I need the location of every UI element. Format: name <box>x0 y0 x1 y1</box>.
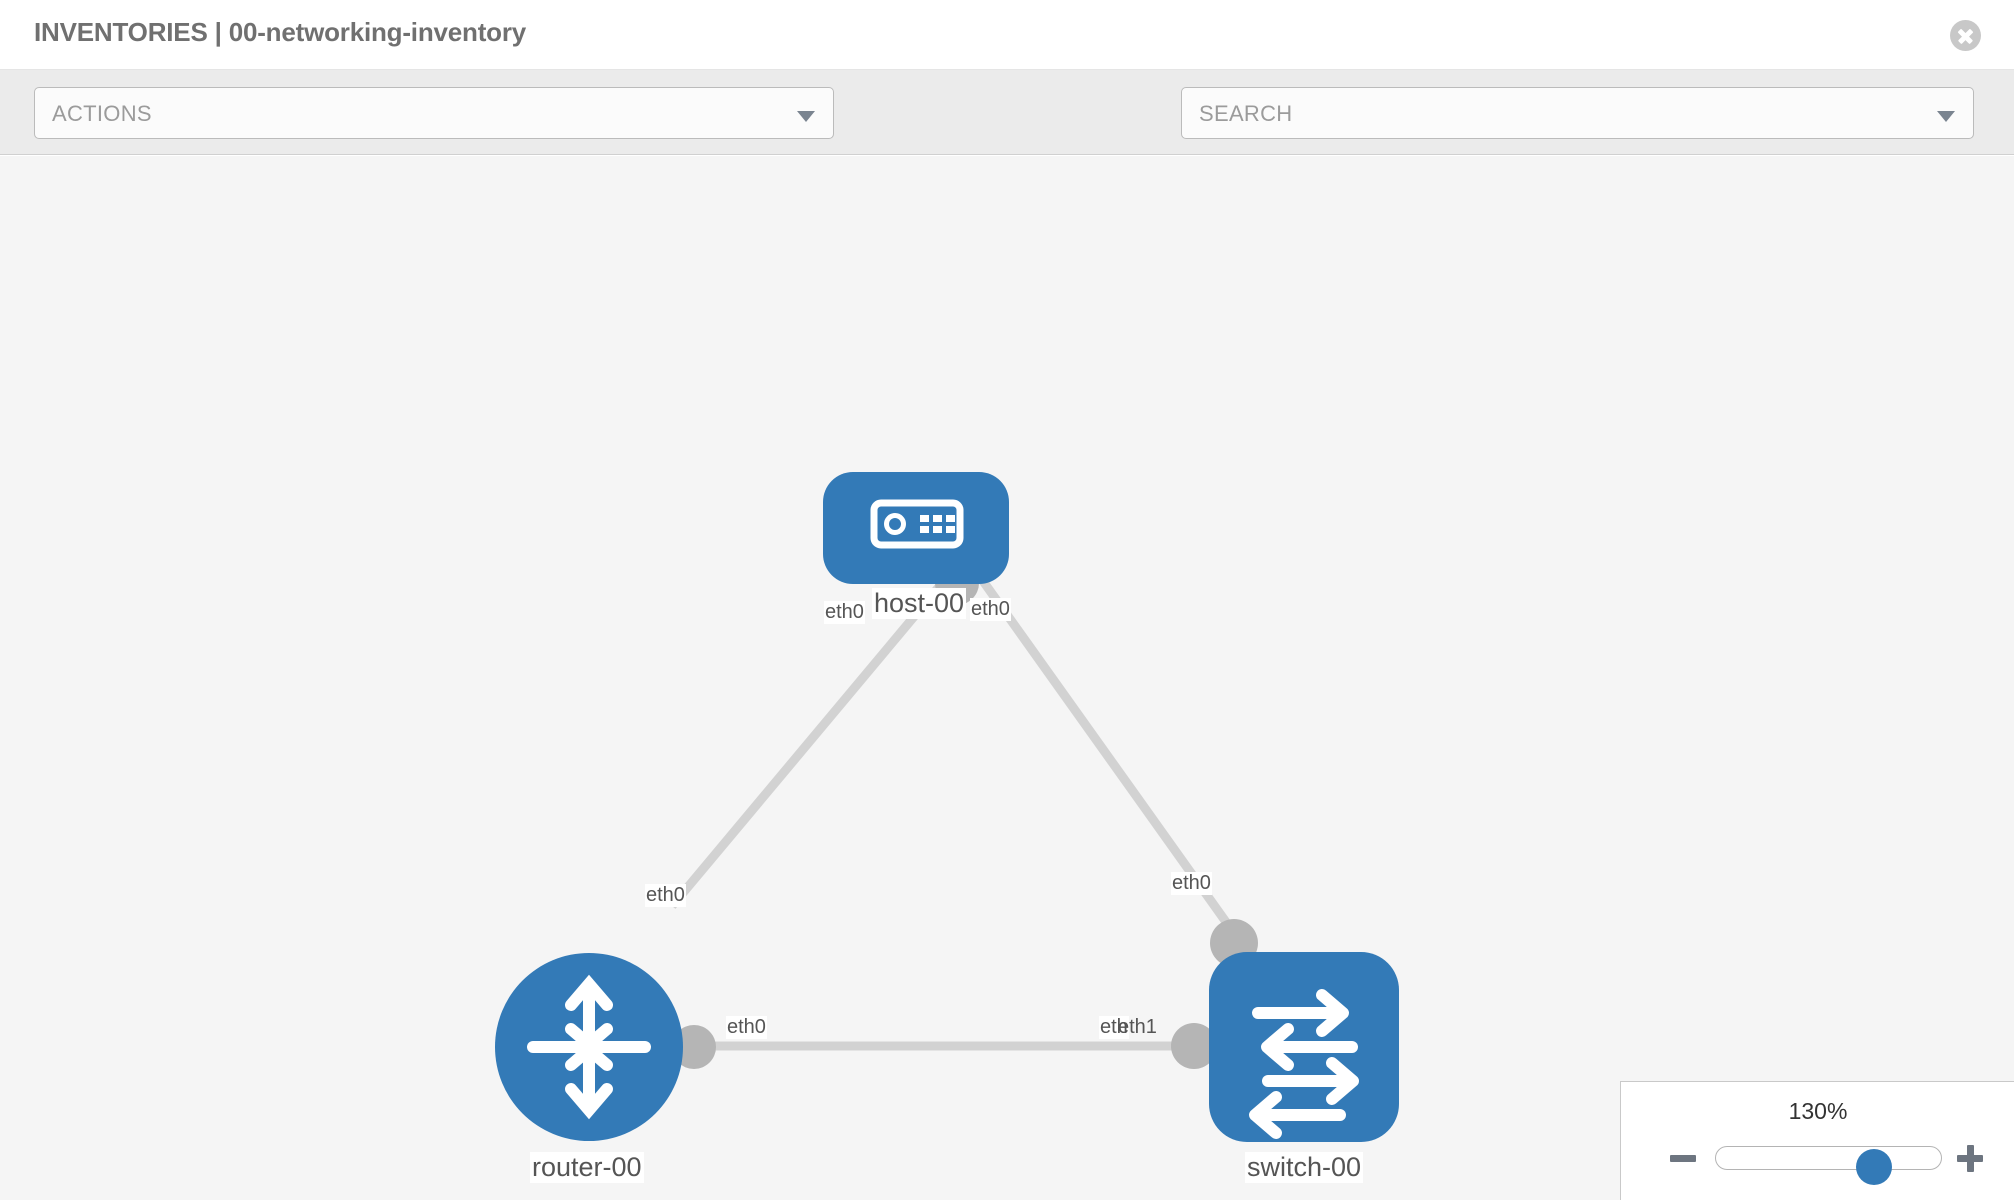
edge-label-switch00-eth1-trunk: eth1 <box>1118 1016 1157 1038</box>
edge-label-switch00-trunk-overlap: eth <box>1099 1016 1129 1039</box>
edge-group <box>668 571 1240 1051</box>
actions-dropdown-label: ACTIONS <box>52 101 152 126</box>
zoom-slider-row <box>1621 1138 2014 1185</box>
zoom-slider-track[interactable] <box>1715 1146 1942 1185</box>
port-router00-eth0[interactable] <box>672 1025 716 1069</box>
actions-dropdown[interactable]: ACTIONS <box>34 87 834 139</box>
chevron-down-icon <box>797 111 815 122</box>
toolbar: ACTIONS SEARCH <box>0 70 2014 197</box>
edge-label-router00-eth0-uplink: eth0 <box>645 884 686 907</box>
search-placeholder: SEARCH <box>1199 101 1293 126</box>
search-input[interactable]: SEARCH <box>1181 87 1974 139</box>
edge-label-router00-eth0-trunk: eth0 <box>726 1016 767 1039</box>
node-label-host-00: host-00 <box>872 588 967 620</box>
edge-host00-router00[interactable] <box>668 573 952 909</box>
edge-label-host00-eth0-left: eth0 <box>824 601 865 624</box>
edge-label-host00-eth0-right: eth0 <box>970 598 1011 621</box>
zoom-percent-label: 130% <box>1788 1098 1848 1124</box>
zoom-control-panel: 130% <box>1620 1081 2014 1200</box>
close-icon[interactable] <box>1950 20 1981 51</box>
node-host-00[interactable] <box>823 472 1009 584</box>
zoom-slider-thumb[interactable] <box>1856 1149 1892 1185</box>
zoom-in-button[interactable] <box>1954 1142 1986 1174</box>
page-header: INVENTORIES | 00-networking-inventory <box>0 0 2014 70</box>
chevron-down-icon[interactable] <box>1937 111 1955 122</box>
page-title: INVENTORIES | 00-networking-inventory <box>34 17 527 47</box>
topology-canvas[interactable]: eth0 eth0 eth0 eth0 eth0 eth eth1 host-0… <box>0 156 2014 1200</box>
node-switch-00[interactable] <box>1209 952 1399 1142</box>
node-label-switch-00: switch-00 <box>1245 1152 1364 1184</box>
topology-graph[interactable] <box>0 156 2014 1200</box>
zoom-out-button[interactable] <box>1667 1142 1699 1174</box>
node-router-00[interactable] <box>495 953 683 1141</box>
node-label-router-00: router-00 <box>530 1152 644 1184</box>
edge-label-switch00-eth0-uplink: eth0 <box>1171 872 1212 895</box>
server-appliance-icon <box>870 499 964 549</box>
router-four-arrows-icon <box>527 974 651 1120</box>
switch-exchange-arrows-icon <box>1249 989 1359 1139</box>
port-switch00-eth1[interactable] <box>1171 1023 1217 1069</box>
port-group <box>672 561 1258 1069</box>
